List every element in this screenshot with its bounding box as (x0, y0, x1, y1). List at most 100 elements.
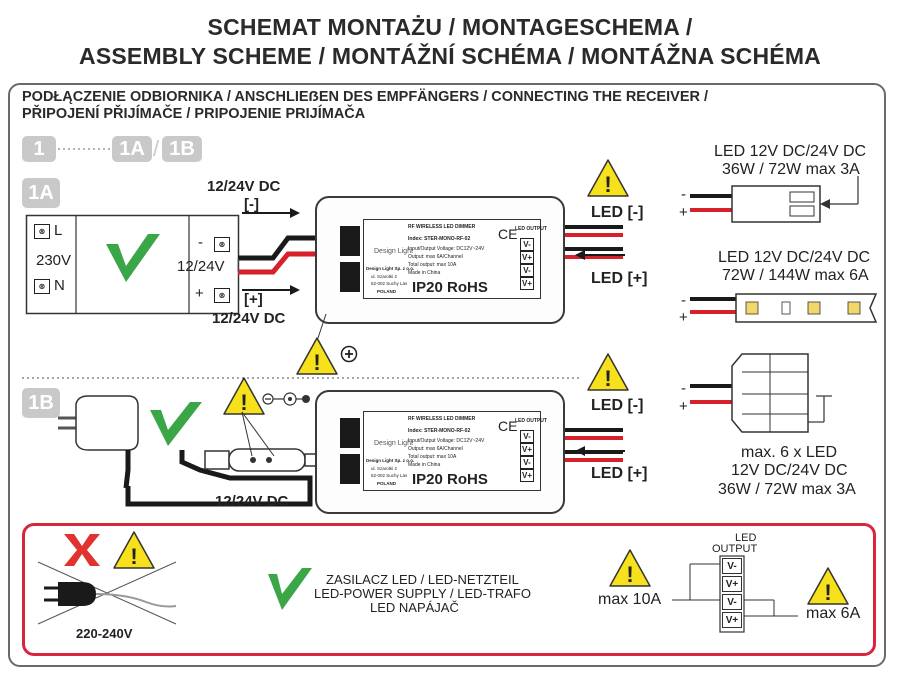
screw-terminal-icon: ⊗ (214, 237, 230, 252)
max-channel-current: max 6A (806, 605, 861, 622)
max-total-current: max 10A (598, 591, 662, 608)
dimmer-brand: Design Light (374, 248, 413, 255)
svg-text:!: ! (824, 580, 831, 605)
dimmer-made-in: Made in China (408, 462, 441, 468)
arrow-left-icon (575, 250, 625, 260)
step-slash: / (153, 136, 160, 161)
diagram-frame (8, 83, 886, 667)
check-icon (150, 402, 202, 446)
title-line-2: ASSEMBLY SCHEME / MONTÁŽNÍ SCHÉMA / MONT… (79, 43, 821, 69)
section-separator (22, 377, 582, 379)
step-1b-marker: 1B (22, 388, 60, 418)
dimmer-terminal-v-plus: V+ (520, 469, 534, 482)
dimmer-output: Output: max 6A/Channel (408, 254, 463, 260)
dimmer-city: 62-002 Suchy Las (371, 473, 408, 478)
arrow-right-icon (242, 285, 300, 295)
arrow-right-icon (242, 208, 300, 218)
warning-icon: ! (807, 567, 849, 605)
output-terminal-v-plus: V+ (722, 576, 742, 592)
load-b-line1: LED 12V DC/24V DC (718, 249, 871, 266)
svg-text:!: ! (240, 390, 247, 415)
step-1a-chip: 1A (112, 136, 152, 162)
dimmer-terminal-v-minus: V- (520, 430, 534, 443)
plug-icon (37, 561, 177, 625)
label-plus-bracket: [+] (244, 291, 263, 308)
dimmer-country: POLAND (377, 481, 396, 486)
dimmer-terminal-v-plus: V+ (520, 251, 534, 264)
check-icon (106, 234, 160, 282)
led-module-connector (690, 353, 832, 433)
output-terminal-v-plus: V+ (722, 612, 742, 628)
psu-terminal-l: L (54, 222, 63, 239)
led-strip-b (690, 293, 878, 323)
adapter-cable (125, 450, 313, 507)
dimmer-name: RF WIRELESS LED DIMMER (408, 416, 476, 422)
dimmer-voltage: Input/Output Voltage: DC12V~24V (408, 438, 485, 444)
screw-terminal-icon: ⊗ (214, 288, 230, 303)
output-title-line2: OUTPUT (712, 543, 758, 555)
dimmer-ip-rating: IP20 RoHS (412, 471, 488, 488)
dc-polarity-icon (262, 392, 310, 406)
psu-to-dimmer-wires (237, 235, 323, 275)
dimmer-terminal-v-minus: V- (520, 264, 534, 277)
plug-adapter (58, 395, 139, 489)
ce-mark: CE (498, 418, 518, 434)
dimmer-1b-label (363, 411, 541, 491)
section-heading-1: PODŁĄCZENIE ODBIORNIKA / ANSCHLIEẞEN DES… (22, 89, 709, 105)
step-1a-marker: 1A (22, 178, 60, 208)
dimmer-index: Index: STER-MONO-RF-02 (408, 428, 471, 434)
warning-icon: ! (587, 353, 629, 391)
load-b-line2: 72W / 144W max 6A (722, 267, 869, 284)
dimmer-brand: Design Light (374, 440, 413, 447)
load-b-plus: + (679, 309, 688, 326)
dimmer-made-in: Made in China (408, 270, 441, 276)
load-a-line1: LED 12V DC/24V DC (714, 143, 867, 160)
check-icon (268, 568, 312, 610)
warning-icon: ! (113, 531, 155, 569)
psu-plus: + (195, 285, 204, 302)
output-terminal-v-minus: V- (722, 558, 742, 574)
label-minus-bracket: [-] (244, 196, 259, 213)
dimmer-ip-rating: IP20 RoHS (412, 279, 488, 296)
dimmer-address: ul. Szarotki 2 (371, 466, 398, 471)
dimmer-input-terminals (340, 418, 360, 484)
output-title-line1: LED (735, 532, 757, 544)
output-terminal-wiring (672, 555, 798, 633)
label-led-minus-1b: LED [-] (591, 397, 644, 414)
dimmer-output: Output: max 6A/Channel (408, 446, 463, 452)
label-dc-bottom: 12/24V DC (212, 310, 286, 327)
dimmer-total: Total output: max 10A (408, 262, 457, 268)
psu-minus: - (198, 234, 203, 251)
load-a-line2: 36W / 72W max 3A (722, 161, 860, 178)
load-c-plus: + (679, 398, 688, 415)
warning-pointer (317, 313, 327, 339)
dimmer-total: Total output: max 10A (408, 454, 457, 460)
load-c-minus: - (681, 380, 686, 397)
screw-terminal-icon: ⊗ (34, 224, 50, 239)
psu-terminal-n: N (54, 277, 65, 294)
warning-icon: ! (587, 159, 629, 197)
svg-text:!: ! (130, 544, 137, 569)
plug-voltage: 220-240V (76, 626, 133, 641)
step-1b-chip: 1B (162, 136, 202, 162)
arrow-left-icon (575, 446, 625, 456)
dc-jack (204, 448, 320, 472)
step-1-chip: 1 (22, 136, 56, 162)
dimmer-city: 62-002 Suchy Las (371, 281, 408, 286)
dimmer-company: Design Light Sp. z o.o. (366, 458, 415, 463)
label-led-plus-1b: LED [+] (591, 465, 648, 482)
plus-icon (340, 345, 358, 363)
dimmer-country: POLAND (377, 289, 396, 294)
output-terminal-v-minus: V- (722, 594, 742, 610)
label-led-minus-1a: LED [-] (591, 204, 644, 221)
label-dc-1b: 12/24V DC (215, 493, 289, 510)
label-dc-top: 12/24V DC (207, 178, 281, 195)
ce-mark: CE (498, 226, 518, 242)
psu-text-line1: ZASILACZ LED / LED-NETZTEIL (326, 572, 519, 587)
load-a-plus: + (679, 204, 688, 221)
warning-icon: ! (296, 337, 338, 375)
dimmer-name: RF WIRELESS LED DIMMER (408, 224, 476, 230)
warning-pointers (241, 411, 275, 457)
load-c-line2: 12V DC/24V DC (731, 462, 848, 479)
warning-icon: ! (223, 377, 265, 415)
